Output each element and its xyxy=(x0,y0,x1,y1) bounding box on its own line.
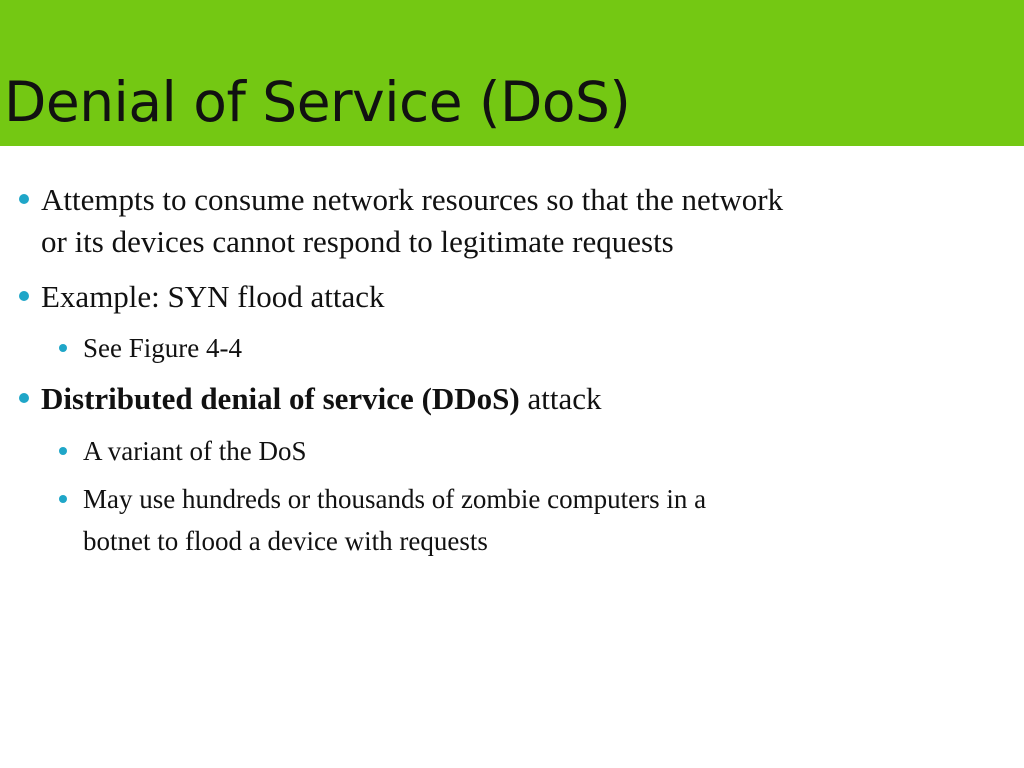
bullet-line: Distributed denial of service (DDoS) att… xyxy=(41,378,1016,420)
abbreviation: (DDoS) xyxy=(421,381,520,416)
bullet-dot-icon xyxy=(59,344,67,352)
bullet-dot-icon xyxy=(19,393,29,403)
bullet-dot-icon xyxy=(19,291,29,301)
slide-title: Denial of Service (DoS) xyxy=(4,70,631,134)
bullet-text: Attempts to consume network resources so… xyxy=(41,179,1016,263)
sub-bullet-text: See Figure 4-4 xyxy=(83,327,1013,369)
bullet-line: Attempts to consume network resources so… xyxy=(41,182,784,217)
bullet-text: Distributed denial of service (DDoS) att… xyxy=(41,378,1016,420)
sub-bullet-text: A variant of the DoS xyxy=(83,430,1013,472)
sub-bullet-text: May use hundreds or thousands of zombie … xyxy=(83,478,1013,562)
bullet-text: Example: SYN flood attack xyxy=(41,276,1016,318)
bold-term: Distributed denial of service xyxy=(41,381,414,416)
title-bar: Denial of Service (DoS) xyxy=(0,0,1024,146)
sub-bullet-line: May use hundreds or thousands of zombie … xyxy=(83,484,707,514)
bullet-dot-icon xyxy=(19,194,29,204)
bullet-dot-icon xyxy=(59,495,67,503)
sub-bullet-line: A variant of the DoS xyxy=(83,436,307,466)
sub-bullet-line: See Figure 4-4 xyxy=(83,333,242,363)
bullet-line: Example: SYN flood attack xyxy=(41,279,385,314)
bullet-line: or its devices cannot respond to legitim… xyxy=(41,224,674,259)
bullet-dot-icon xyxy=(59,447,67,455)
bullet-rest-text: attack xyxy=(519,381,602,416)
sub-bullet-line: botnet to flood a device with requests xyxy=(83,526,488,556)
slide-content: Attempts to consume network resources so… xyxy=(0,146,1024,768)
